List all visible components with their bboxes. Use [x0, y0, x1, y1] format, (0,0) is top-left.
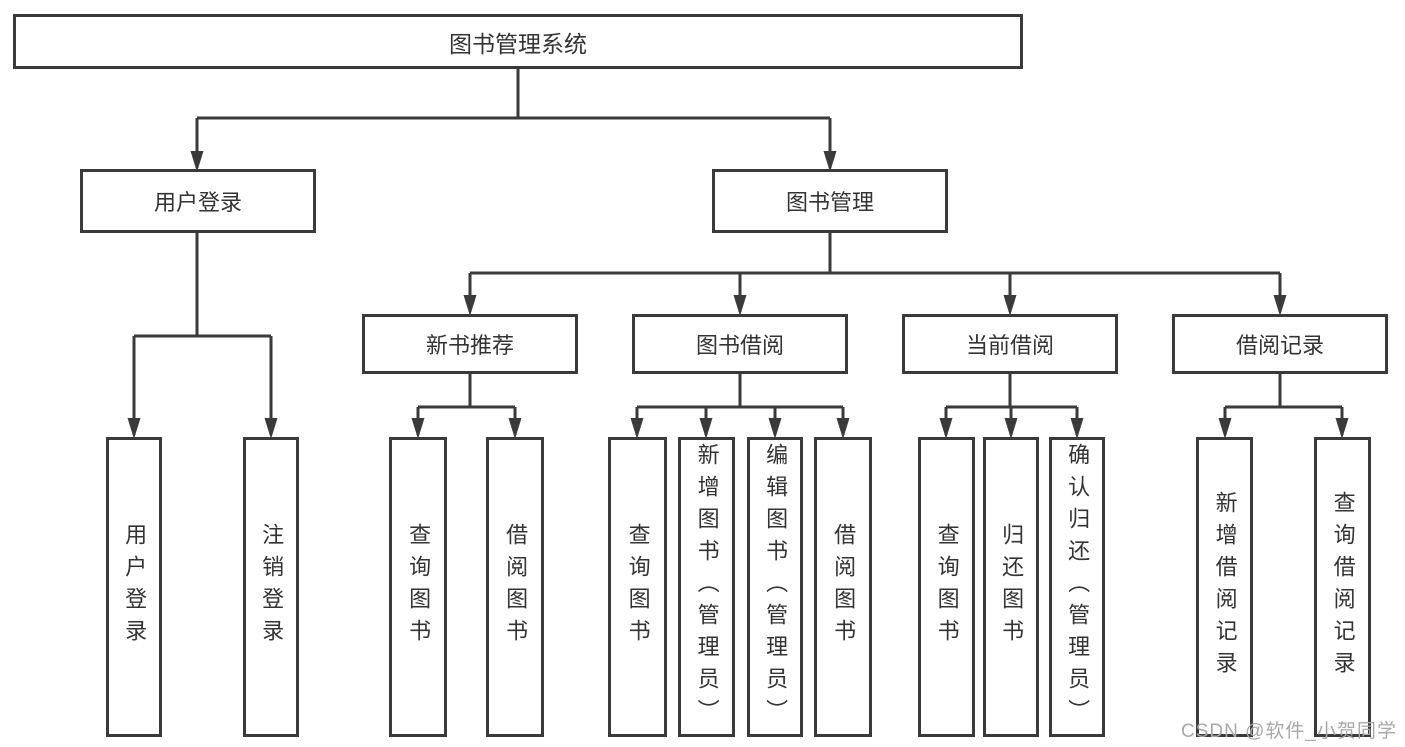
node-borrow-record: 借阅记录	[1172, 314, 1388, 374]
node-leaf-borrow-books-recommend: 借阅图书	[486, 437, 544, 737]
node-label: 用户登录	[122, 523, 148, 651]
node-label: 归还图书	[999, 523, 1025, 651]
node-leaf-query-borrow-record: 查询借阅记录	[1314, 437, 1371, 737]
node-leaf-query-books-current: 查询图书	[918, 437, 975, 737]
node-leaf-logout: 注销登录	[243, 437, 299, 737]
node-label: 新增图书（管理员）	[694, 443, 720, 731]
node-label: 查询图书	[406, 523, 432, 651]
node-root-system: 图书管理系统	[13, 14, 1023, 69]
watermark: CSDN @软件_小贺同学	[1181, 721, 1397, 742]
node-current-borrow: 当前借阅	[902, 314, 1118, 374]
arrowhead-icons	[127, 151, 1349, 439]
node-leaf-return-book: 归还图书	[983, 437, 1039, 737]
node-leaf-add-book-admin: 新增图书（管理员）	[678, 437, 735, 737]
node-label: 新增借阅记录	[1212, 491, 1238, 683]
node-label: 注销登录	[259, 523, 285, 651]
node-book-borrow: 图书借阅	[632, 314, 848, 374]
node-leaf-confirm-return-admin: 确认归还（管理员）	[1049, 437, 1105, 737]
node-label: 查询图书	[625, 523, 651, 651]
node-user-login: 用户登录	[80, 169, 316, 233]
node-label: 借阅图书	[503, 523, 529, 651]
node-leaf-query-books-recommend: 查询图书	[389, 437, 447, 737]
node-leaf-query-books-borrow: 查询图书	[608, 437, 667, 737]
node-label: 借阅图书	[831, 523, 857, 651]
node-label: 查询借阅记录	[1330, 491, 1356, 683]
node-label: 确认归还（管理员）	[1065, 443, 1091, 731]
connector-paths	[132, 69, 1344, 435]
node-label: 查询图书	[934, 523, 960, 651]
node-leaf-user-login: 用户登录	[106, 437, 162, 737]
node-label: 编辑图书（管理员）	[763, 443, 789, 731]
node-leaf-edit-book-admin: 编辑图书（管理员）	[747, 437, 803, 737]
node-new-book-recommend: 新书推荐	[362, 314, 578, 374]
node-book-management: 图书管理	[712, 169, 948, 233]
node-leaf-add-borrow-record: 新增借阅记录	[1196, 437, 1253, 737]
node-leaf-borrow-books: 借阅图书	[814, 437, 872, 737]
